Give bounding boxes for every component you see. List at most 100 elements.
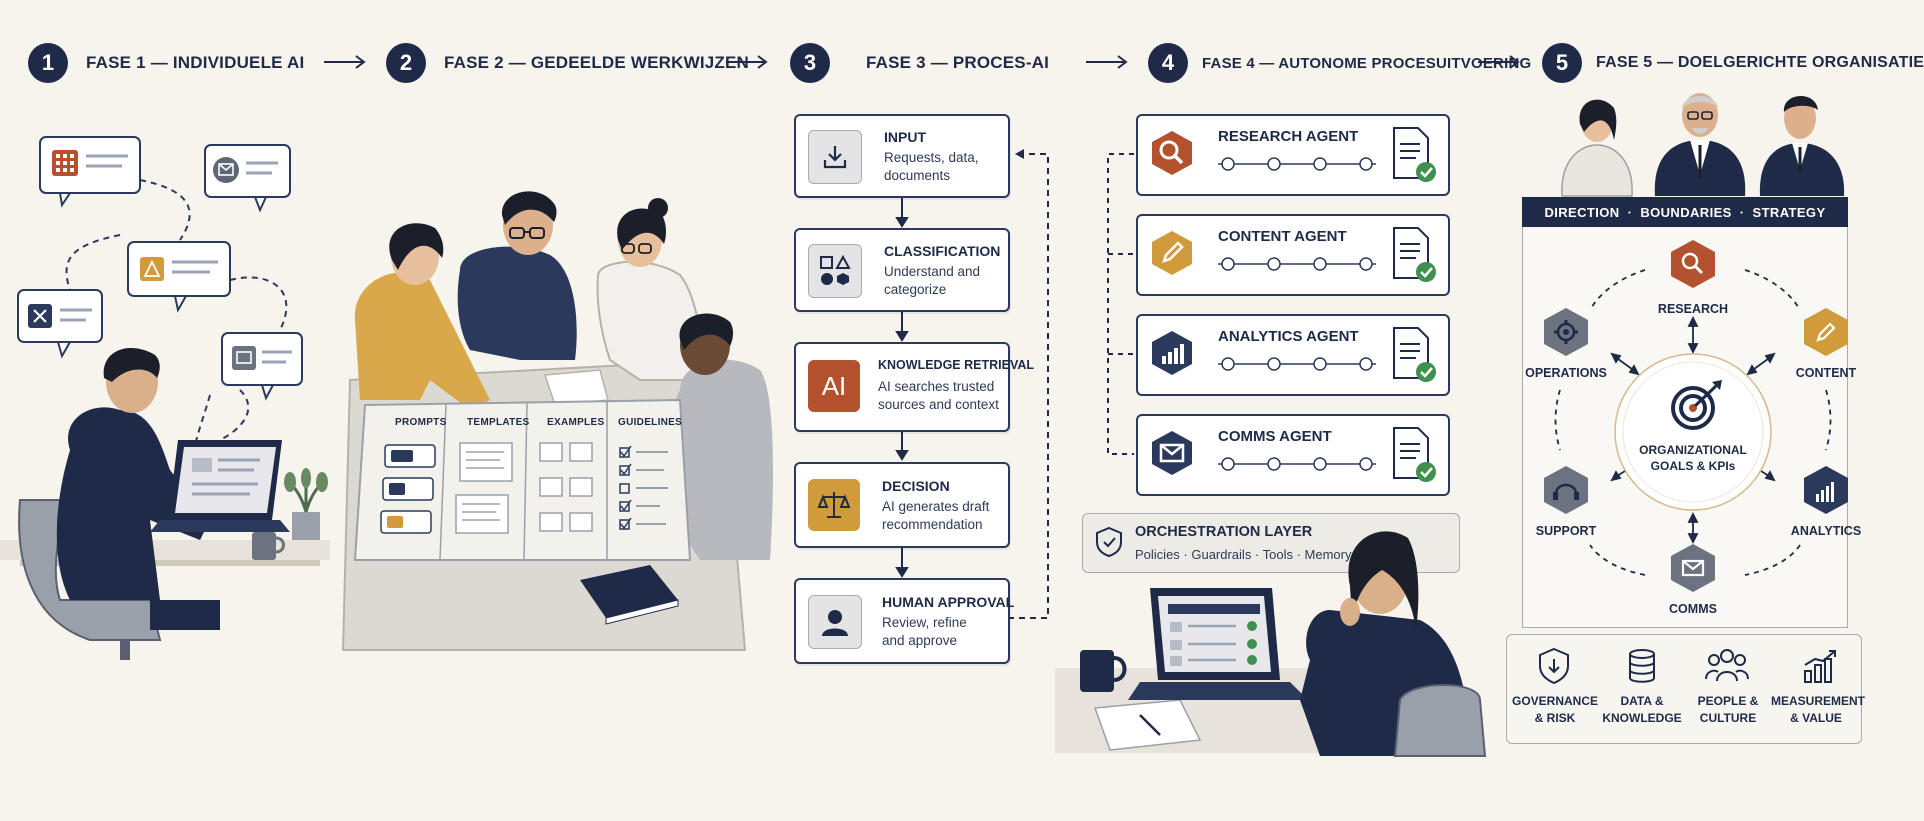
progress-track bbox=[1218, 157, 1376, 171]
phase-4-title: FASE 4 — AUTONOME PROCESUITVOERING bbox=[1202, 54, 1532, 72]
agent-name-research: RESEARCH AGENT bbox=[1218, 128, 1359, 145]
phase-5-title: FASE 5 — DOELGERICHTE ORGANISATIE bbox=[1596, 54, 1924, 71]
flow-step-approval-title: HUMAN APPROVAL bbox=[882, 594, 1015, 610]
person-icon bbox=[808, 595, 862, 649]
phase-3-header: 3 FASE 3 — PROCES-AI bbox=[790, 41, 1049, 85]
agent-name-comms: COMMS AGENT bbox=[1218, 428, 1332, 445]
orchestration-title: ORCHESTRATION LAYER bbox=[1135, 524, 1313, 540]
phase-2-header: 2 FASE 2 — GEDEELDE WERKWIJZEN bbox=[386, 41, 749, 85]
flow-step-knowledge-sub1: AI searches trusted bbox=[878, 379, 995, 394]
phase-3-number: 3 bbox=[790, 43, 830, 83]
orchestration-subtitle: Policies · Guardrails · Tools · Memory bbox=[1135, 547, 1352, 562]
phase-1-illustration bbox=[0, 136, 330, 660]
board-column-prompts: PROMPTS bbox=[395, 417, 447, 428]
headset-icon bbox=[1544, 466, 1588, 514]
download-tray-icon bbox=[808, 130, 862, 184]
node-label-research: RESEARCH bbox=[1657, 302, 1729, 316]
flow-step-human-approval: HUMAN APPROVAL Review, refine and approv… bbox=[794, 578, 1014, 664]
ai-badge-text: AI bbox=[821, 370, 847, 401]
arrow-right-icon bbox=[1478, 55, 1520, 69]
shapes-icon bbox=[808, 244, 862, 298]
board-column-guidelines: GUIDELINES bbox=[618, 417, 683, 428]
phase-2-number: 2 bbox=[386, 43, 426, 83]
center-goal-label: ORGANIZATIONAL GOALS & KPIs bbox=[1633, 442, 1753, 474]
document-check-icon bbox=[1393, 227, 1436, 282]
growth-chart-icon bbox=[1804, 650, 1836, 683]
shield-icon bbox=[1539, 647, 1569, 685]
pillar-data: DATA & KNOWLEDGE bbox=[1597, 693, 1687, 727]
pillar-data-line2: KNOWLEDGE bbox=[1602, 711, 1682, 725]
pillar-measurement-line2: & VALUE bbox=[1790, 711, 1842, 725]
agent-card-content: CONTENT AGENT bbox=[1136, 214, 1450, 296]
scales-icon bbox=[808, 479, 860, 531]
board-column-templates: TEMPLATES bbox=[467, 417, 530, 428]
pillar-data-line1: DATA & bbox=[1620, 694, 1664, 708]
phase-3-connectors bbox=[895, 149, 1049, 619]
document-check-icon bbox=[1393, 327, 1436, 382]
agent-bus-connector bbox=[1107, 153, 1134, 455]
agent-name-content: CONTENT AGENT bbox=[1218, 228, 1347, 245]
node-label-support: SUPPORT bbox=[1535, 524, 1597, 538]
flow-step-knowledge-retrieval: AI KNOWLEDGE RETRIEVAL AI searches trust… bbox=[794, 342, 1034, 432]
flow-step-approval-sub2: and approve bbox=[882, 633, 958, 648]
pillar-people-line2: CULTURE bbox=[1699, 711, 1757, 725]
target-icon bbox=[1671, 380, 1722, 430]
goal-orbit-diagram bbox=[1544, 240, 1848, 592]
flow-step-classification-sub2: categorize bbox=[884, 282, 947, 297]
phase-5-number: 5 bbox=[1542, 43, 1582, 83]
node-label-operations: OPERATIONS bbox=[1525, 366, 1607, 380]
pillar-governance-line1: GOVERNANCE bbox=[1511, 694, 1598, 708]
phase-1-title: FASE 1 — INDIVIDUELE AI bbox=[86, 53, 305, 72]
flow-step-input: INPUT Requests, data, documents bbox=[794, 114, 1010, 198]
direction-banner: DIRECTION · BOUNDARIES · STRATEGY bbox=[1522, 197, 1848, 227]
ai-badge-icon: AI bbox=[808, 360, 860, 412]
flow-step-knowledge-title: KNOWLEDGE RETRIEVAL bbox=[878, 358, 1035, 372]
node-label-comms: COMMS bbox=[1669, 602, 1717, 616]
flow-step-input-sub1: Requests, data, bbox=[884, 150, 979, 165]
flow-step-classification: CLASSIFICATION Understand and categorize bbox=[794, 228, 1010, 312]
pillar-people: PEOPLE & CULTURE bbox=[1685, 693, 1771, 727]
people-icon bbox=[1705, 649, 1749, 682]
flow-step-approval-sub1: Review, refine bbox=[882, 615, 967, 630]
database-icon bbox=[1629, 649, 1655, 683]
arrow-right-icon bbox=[726, 55, 768, 69]
progress-track bbox=[1218, 357, 1376, 371]
flow-step-classification-title: CLASSIFICATION bbox=[884, 243, 1001, 259]
flow-step-decision-sub1: AI generates draft bbox=[882, 499, 990, 514]
phase-2-title: FASE 2 — GEDEELDE WERKWIJZEN bbox=[444, 53, 750, 72]
phase-5-header: 5 FASE 5 — DOELGERICHTE ORGANISATIE bbox=[1542, 41, 1924, 85]
flow-step-input-sub2: documents bbox=[884, 168, 951, 183]
phase-1-number: 1 bbox=[28, 43, 68, 83]
flow-step-classification-sub1: Understand and bbox=[884, 264, 981, 279]
node-label-analytics: ANALYTICS bbox=[1790, 524, 1862, 538]
flow-step-decision-sub2: recommendation bbox=[882, 517, 983, 532]
flow-step-knowledge-sub2: sources and context bbox=[878, 397, 999, 412]
arrow-right-icon bbox=[324, 55, 366, 69]
phase-2-illustration bbox=[341, 191, 773, 651]
center-goal-line2: GOALS & KPIs bbox=[1650, 459, 1736, 473]
leadership-illustration bbox=[1561, 93, 1845, 197]
flow-step-decision: DECISION AI generates draft recommendati… bbox=[794, 462, 1010, 548]
pillar-people-line1: PEOPLE & bbox=[1697, 694, 1759, 708]
board-column-examples: EXAMPLES bbox=[547, 417, 605, 428]
flow-step-decision-title: DECISION bbox=[882, 478, 950, 494]
pencil-icon bbox=[1804, 308, 1848, 356]
phase-4-illustration bbox=[1055, 531, 1487, 757]
magnifier-icon bbox=[1671, 240, 1715, 288]
document-check-icon bbox=[1393, 427, 1436, 482]
phase-4-header: 4 FASE 4 — AUTONOME PROCESUITVOERING bbox=[1148, 41, 1531, 85]
pillar-governance: GOVERNANCE & RISK bbox=[1511, 693, 1599, 727]
gear-icon bbox=[1544, 308, 1588, 356]
envelope-icon bbox=[1671, 544, 1715, 592]
agent-name-analytics: ANALYTICS AGENT bbox=[1218, 328, 1359, 345]
node-label-content: CONTENT bbox=[1795, 366, 1857, 380]
bar-chart-icon bbox=[1152, 331, 1192, 375]
pencil-icon bbox=[1152, 231, 1192, 275]
magnifier-icon bbox=[1152, 131, 1192, 175]
agent-card-analytics: ANALYTICS AGENT bbox=[1136, 314, 1450, 396]
foundation-pillars-panel: GOVERNANCE & RISK DATA & KNOWLEDGE PEOPL… bbox=[1506, 634, 1865, 744]
arrow-right-icon bbox=[1086, 55, 1128, 69]
phase-3-title: FASE 3 — PROCES-AI bbox=[866, 53, 1050, 72]
flow-step-input-title: INPUT bbox=[884, 129, 926, 145]
progress-track bbox=[1218, 457, 1376, 471]
